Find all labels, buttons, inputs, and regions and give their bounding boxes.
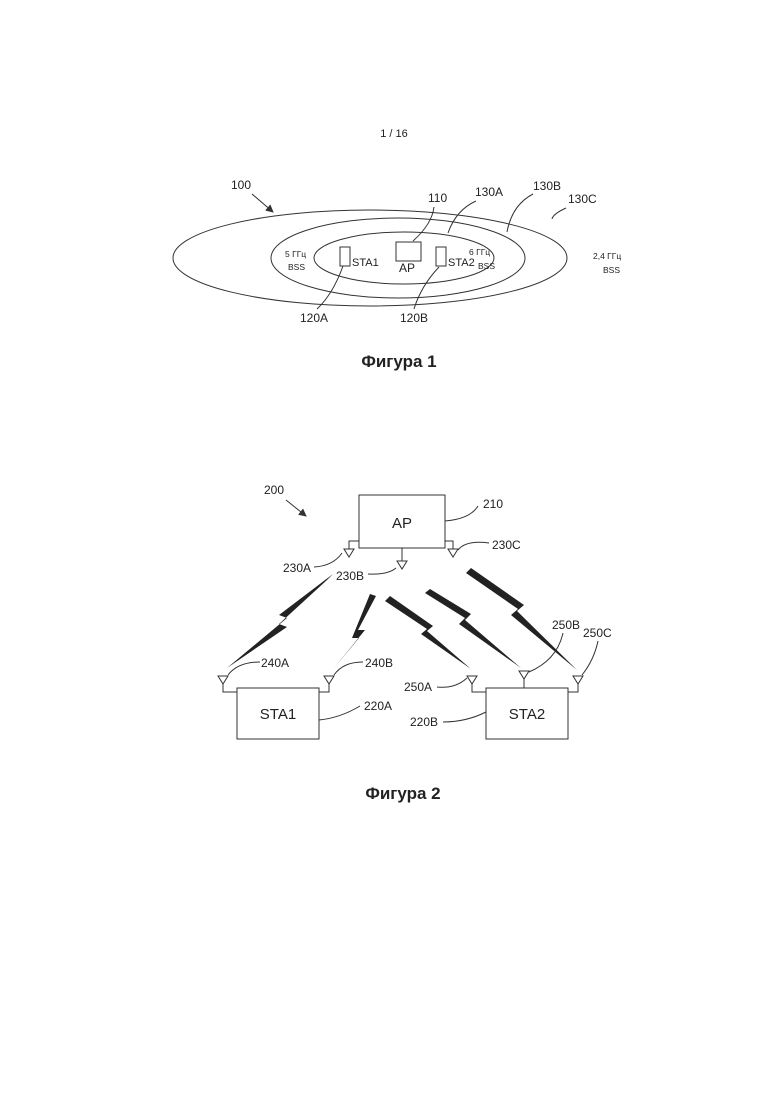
fig2-ap-label: AP (392, 515, 412, 532)
ref-130a: 130A (475, 185, 503, 199)
figure-1: AP STA1 STA2 5 ГГц BSS 6 ГГц BSS 2,4 ГГц… (173, 178, 621, 371)
bss-24ghz-label-line2: BSS (603, 265, 620, 275)
ref-250a: 250A (404, 680, 432, 694)
bss-5ghz-label-line2: BSS (288, 262, 305, 272)
ref-220b: 220B (410, 715, 438, 729)
ref-240b-leader (334, 662, 363, 675)
fig2-sta2-label: STA2 (509, 706, 545, 723)
fig1-sta2-box (436, 247, 446, 266)
fig1-sta1-box (340, 247, 350, 266)
ref-230b-leader (368, 568, 396, 574)
ref-120a: 120A (300, 311, 328, 325)
ref-250c: 250C (583, 626, 612, 640)
figure-2: 200 AP 210 230A 230B 230C (218, 483, 612, 803)
bss-6ghz-label-line1: 6 ГГц (469, 247, 490, 257)
ref-130c: 130C (568, 192, 597, 206)
ap-antenna-a (344, 541, 359, 557)
ref-250a-leader (437, 678, 467, 687)
ref-100-arrow (252, 194, 273, 212)
ap-antenna-c (445, 541, 458, 557)
ref-220a-leader (319, 706, 360, 720)
sta2-antenna-a (467, 676, 486, 692)
ref-220b-leader (443, 712, 486, 722)
ref-130c-leader (552, 208, 566, 219)
ref-120b: 120B (400, 311, 428, 325)
sta2-antenna-c (568, 676, 583, 692)
fig1-sta2-label: STA2 (448, 257, 475, 269)
ref-230b: 230B (336, 569, 364, 583)
figure-2-caption: Фигура 2 (365, 784, 440, 803)
bss-5ghz-label-line1: 5 ГГц (285, 249, 306, 259)
ref-240a: 240A (261, 656, 289, 670)
page-number: 1 / 16 (380, 128, 408, 140)
fig1-ap-label: AP (399, 261, 415, 275)
ref-230c: 230C (492, 538, 521, 552)
fig1-ap-box (396, 242, 421, 261)
ref-130b: 130B (533, 179, 561, 193)
ref-110: 110 (428, 191, 447, 205)
fig2-sta1-label: STA1 (260, 706, 296, 723)
ref-120b-leader (414, 267, 439, 309)
ref-210: 210 (483, 497, 503, 511)
figure-1-caption: Фигура 1 (361, 352, 436, 371)
ref-130b-leader (507, 194, 533, 232)
sta1-antenna-a (218, 676, 237, 692)
ref-200-arrow (286, 500, 306, 516)
ref-240b: 240B (365, 656, 393, 670)
sta1-antenna-b (319, 676, 334, 692)
ref-220a: 220A (364, 699, 392, 713)
ref-210-leader (445, 506, 478, 521)
ref-230a-leader (314, 553, 342, 567)
ref-250c-leader (582, 641, 598, 675)
bss-6ghz-label-line2: BSS (478, 261, 495, 271)
bss-24ghz-label-line1: 2,4 ГГц (593, 251, 621, 261)
ref-230a: 230A (283, 561, 311, 575)
link-230a-240a (227, 574, 333, 668)
ref-200: 200 (264, 483, 284, 497)
ref-100: 100 (231, 178, 251, 192)
ref-230c-leader (458, 542, 489, 550)
ref-250b: 250B (552, 618, 580, 632)
fig1-sta1-label: STA1 (352, 257, 379, 269)
sta2-antenna-b (519, 671, 529, 688)
ap-antenna-b (397, 548, 407, 569)
